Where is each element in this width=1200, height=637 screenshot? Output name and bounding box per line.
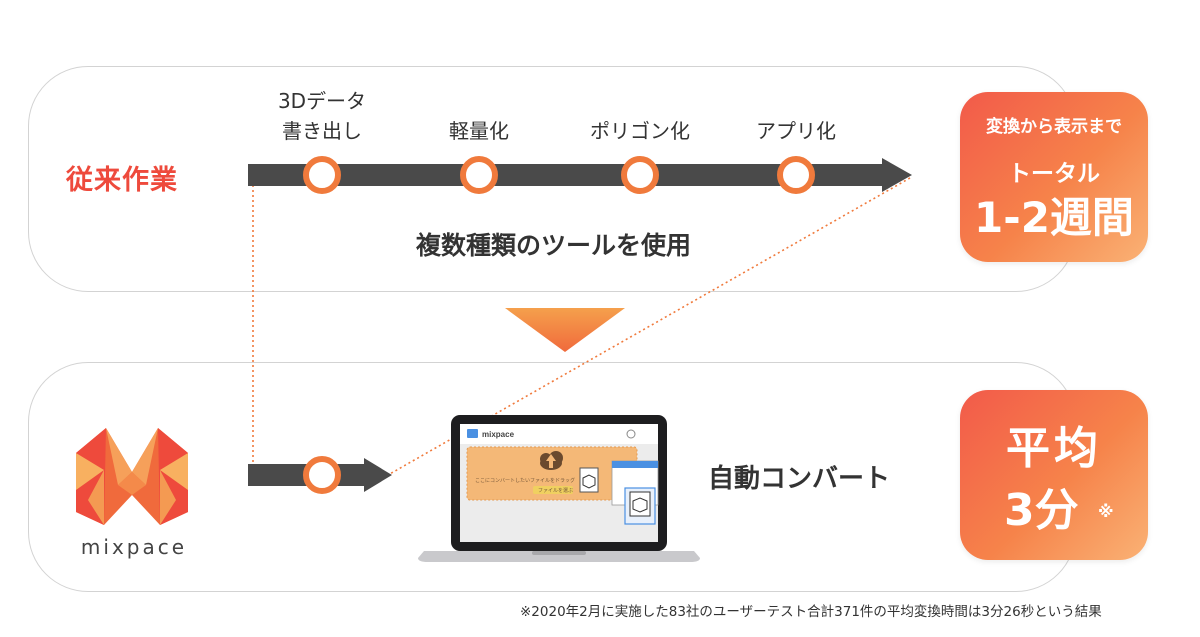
step-marker xyxy=(460,156,498,194)
file-icon xyxy=(579,467,599,493)
laptop-upload-text: ここにコンバートしたいファイルをドラッグ xyxy=(475,477,575,484)
auto-convert-caption: 自動コンバート xyxy=(708,464,891,494)
upload-cloud-icon xyxy=(540,451,563,470)
badge-duration: 3分 xyxy=(1004,485,1079,536)
mixpace-duration-badge: 平均 3分 ※ xyxy=(960,390,1148,560)
laptop-illustration: mixpace ここにコンバートしたいファイルをドラッグ ファイルを選ぶ xyxy=(418,415,700,562)
footnote: ※2020年2月に実施した83社のユーザーテスト合計371件の平均変換時間は3分… xyxy=(520,604,1102,620)
down-arrow-triangle xyxy=(505,308,625,352)
laptop-app-name: mixpace xyxy=(482,430,515,439)
step-label: 軽量化 xyxy=(449,119,509,143)
badge-note-mark: ※ xyxy=(1098,502,1114,521)
mixpace-logo-icon xyxy=(76,428,188,525)
conventional-title: 従来作業 xyxy=(66,165,178,196)
conventional-process-arrow xyxy=(248,158,912,192)
step-label: 3Dデータ 書き出し xyxy=(262,86,382,146)
badge-line2: トータル xyxy=(1008,161,1100,187)
conventional-caption: 複数種類のツールを使用 xyxy=(416,231,692,260)
laptop-select-button: ファイルを選ぶ xyxy=(538,487,573,494)
step-marker xyxy=(777,156,815,194)
step-label-line2: 書き出し xyxy=(282,119,362,143)
dragged-file-icon xyxy=(629,491,651,517)
conventional-duration-badge: 変換から表示まで トータル 1-2週間 xyxy=(960,92,1148,262)
badge-line1: 変換から表示まで xyxy=(986,117,1122,137)
step-label: アプリ化 xyxy=(756,119,836,143)
step-label: ポリゴン化 xyxy=(590,119,690,143)
badge-duration: 1-2週間 xyxy=(974,193,1134,242)
step-marker xyxy=(303,156,341,194)
step-marker xyxy=(303,456,341,494)
folder-icon xyxy=(467,429,478,438)
badge-average: 平均 xyxy=(1006,423,1102,474)
step-marker xyxy=(621,156,659,194)
mixpace-logo-text: mixpace xyxy=(80,535,188,559)
step-label-line1: 3Dデータ xyxy=(277,89,367,113)
